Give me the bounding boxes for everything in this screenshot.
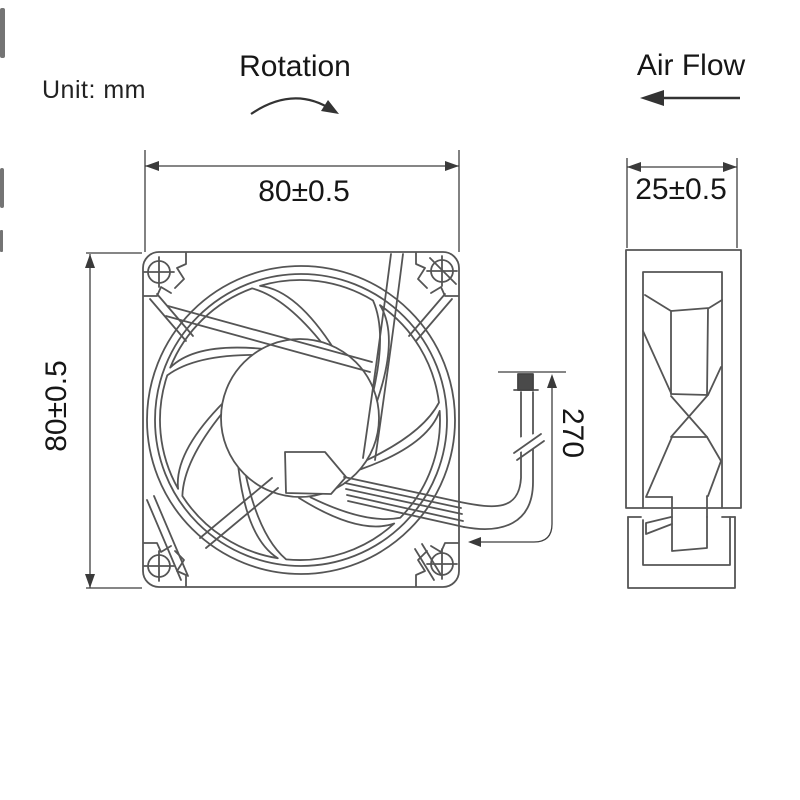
dim-wire-length-lines: [471, 371, 566, 543]
corner-bottom-left: [143, 495, 189, 587]
wire-length-dim-label: 270: [556, 407, 589, 459]
side-frame: [625, 249, 742, 509]
venturi-ring-inner: [154, 273, 448, 567]
rotation-arrow: [250, 97, 339, 115]
dim-side-depth-lines: [626, 158, 738, 248]
front-view-drawing: [115, 235, 545, 596]
unit-label: Unit: mm: [42, 76, 146, 104]
lead-wires: [343, 373, 545, 530]
rotation-label: Rotation: [239, 50, 351, 83]
hub: [220, 338, 380, 498]
dim-front-width-lines: [144, 150, 460, 252]
front-width-dim-label: 80±0.5: [258, 175, 350, 208]
venturi-ring-outer: [146, 265, 456, 575]
hub-wire-box: [284, 451, 347, 495]
side-view-drawing: [625, 249, 742, 589]
corner-top-right: [408, 252, 459, 342]
airflow-arrow: [640, 90, 740, 106]
airflow-label: Air Flow: [636, 49, 746, 82]
dimension-arrowheads: [85, 161, 737, 588]
corner-top-left: [143, 252, 194, 342]
dimension-lines: [86, 150, 738, 589]
side-depth-dim-label: 25±0.5: [635, 173, 727, 206]
wire-connector: [517, 373, 534, 391]
fan-frame: [142, 251, 460, 588]
front-height-dim-label: 80±0.5: [40, 360, 73, 452]
struts: [165, 253, 404, 549]
corner-bottom-right: [414, 542, 459, 587]
dim-front-height-lines: [86, 252, 142, 589]
scan-artifacts: [0, 8, 5, 252]
